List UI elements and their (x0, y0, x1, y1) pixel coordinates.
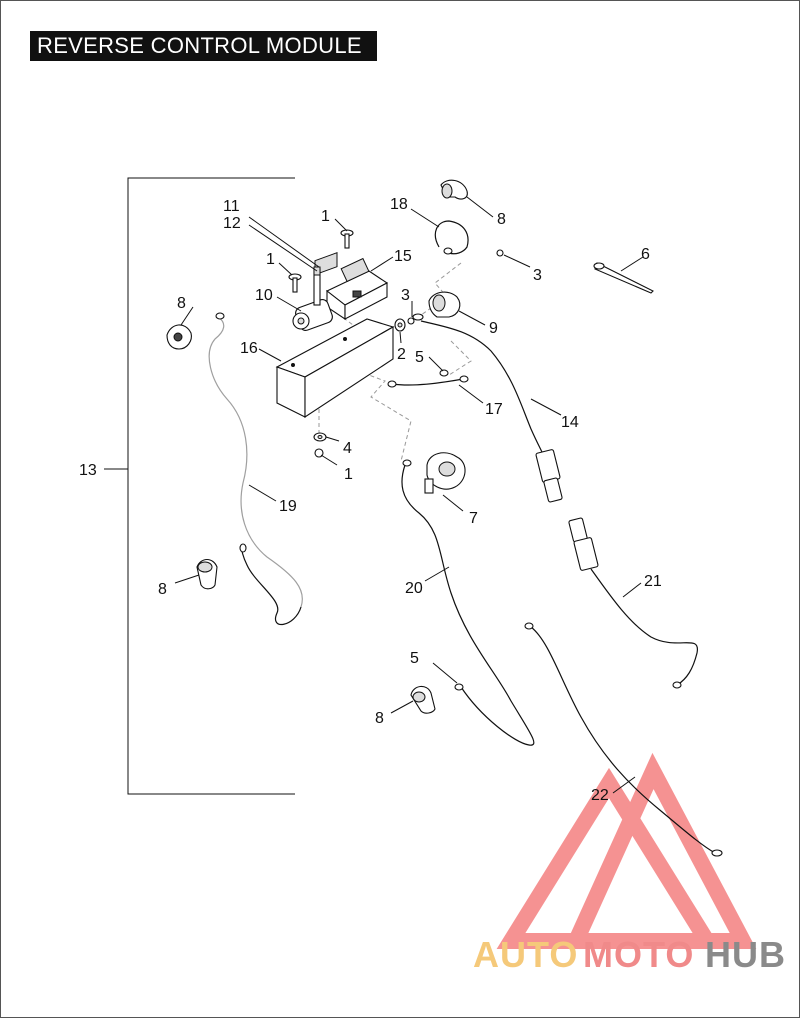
boot-8-mid-left (196, 558, 218, 590)
callout-5-lower: 5 (410, 650, 419, 667)
watermark-logo (496, 752, 757, 949)
callouts: 1 1 1 2 3 3 4 5 5 6 7 8 8 8 8 9 10 11 12… (79, 196, 662, 804)
watermark-auto: AUTO (473, 934, 578, 975)
callout-8-top-right: 8 (497, 211, 506, 228)
wire-harness-22 (524, 622, 723, 857)
watermark-moto: MOTO (583, 934, 694, 975)
callout-7: 7 (469, 510, 478, 527)
callout-20: 20 (405, 580, 423, 597)
callout-8-bottom: 8 (375, 710, 384, 727)
watermark-hub: HUB (705, 934, 786, 975)
callout-16: 16 (240, 340, 258, 357)
boot-9 (428, 291, 461, 318)
callout-15: 15 (394, 248, 412, 265)
screw-1-left (288, 273, 302, 293)
callout-21: 21 (644, 573, 662, 590)
callout-1-left: 1 (266, 251, 275, 268)
callout-5-upper: 5 (415, 349, 424, 366)
wire-harness-19 (208, 312, 304, 626)
callout-19: 19 (279, 498, 297, 515)
callout-8-mid-left: 8 (158, 581, 167, 598)
callout-14: 14 (561, 414, 579, 431)
nut-3-upper (496, 249, 504, 257)
callout-12: 12 (223, 215, 241, 232)
callout-3-upper: 3 (533, 267, 542, 284)
callout-17: 17 (485, 401, 503, 418)
solenoid (292, 266, 333, 331)
callout-11: 11 (223, 198, 240, 215)
nut-3-lower (407, 317, 415, 325)
washer-4 (313, 432, 327, 442)
tie-strap-6 (593, 262, 654, 294)
wire-harness-20 (401, 459, 535, 746)
screw-1-top (340, 229, 354, 249)
callout-18: 18 (390, 196, 408, 213)
page-title: REVERSE CONTROL MODULE (30, 31, 377, 61)
switch-7 (424, 452, 466, 494)
kit-bracket (104, 177, 295, 795)
boot-8-top-right (440, 179, 468, 200)
wire-harness-17 (387, 369, 469, 388)
callout-1-bottom: 1 (344, 466, 353, 483)
watermark-text: AUTO MOTO HUB (473, 934, 786, 975)
boot-8-bottom (410, 685, 436, 714)
callout-1-top: 1 (321, 208, 330, 225)
callout-9: 9 (489, 320, 498, 337)
callout-6: 6 (641, 246, 650, 263)
boot-8-left (166, 324, 192, 350)
callout-2: 2 (397, 346, 406, 363)
wire-harness-21 (568, 517, 698, 689)
callout-8-left: 8 (177, 295, 186, 312)
callout-4: 4 (343, 440, 352, 457)
callout-13: 13 (79, 462, 97, 479)
washer-2 (394, 318, 406, 332)
leader-lines (174, 196, 644, 794)
wire-harness-14 (412, 313, 563, 503)
relay (325, 257, 389, 321)
callout-22: 22 (591, 787, 609, 804)
callout-10: 10 (255, 287, 273, 304)
cable-18 (434, 220, 469, 255)
callout-3-lower: 3 (401, 287, 410, 304)
